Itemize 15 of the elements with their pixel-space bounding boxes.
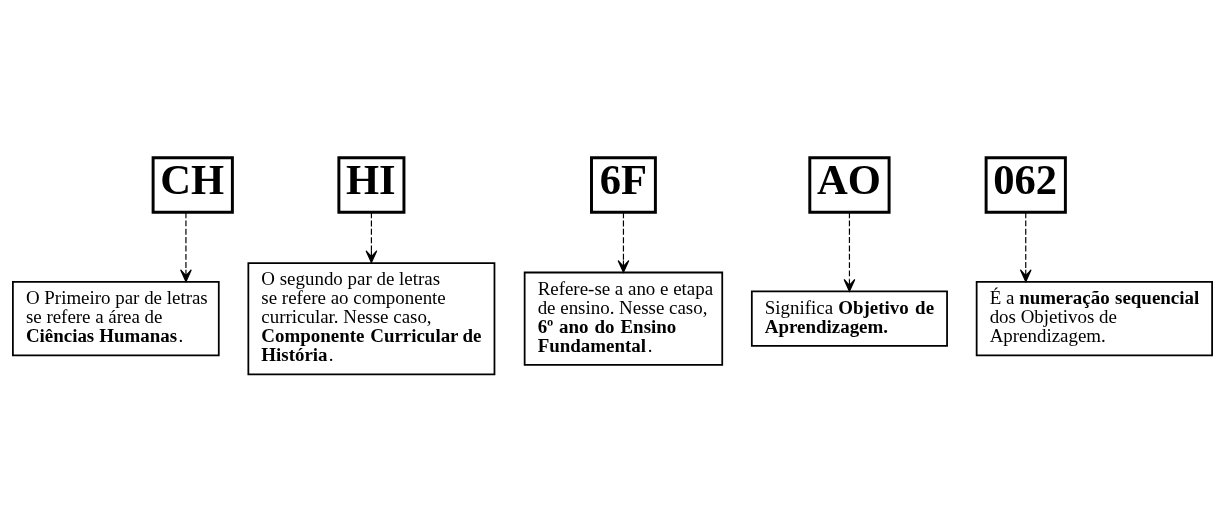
node-box: Refere-se a ano e etapa de ensino. Nesse caso, 6º ano do Ensino Fundamental. [523,271,724,366]
arrow [843,211,856,292]
node-box: Significa Objetivo de Aprendizagem. [750,290,948,347]
arrow [365,211,378,263]
node-box: O Primeiro par de letras se refere a área de Ciências Humanas. [12,280,220,356]
arrow [180,211,192,282]
node-box: HI [337,155,406,214]
arrow [1019,211,1032,282]
arrow [617,211,630,273]
node-box: O segundo par de letras se refere ao componente curricular. Nesse caso, Componente Curricular de História. [247,261,496,375]
node-box: CH [151,155,234,214]
node-box: AO [808,155,891,214]
node-box: É a numeração sequencial dos Objetivos de Aprendizagem. [975,280,1213,356]
node-box: 6F [590,155,657,214]
node-box: 062 [984,155,1067,214]
